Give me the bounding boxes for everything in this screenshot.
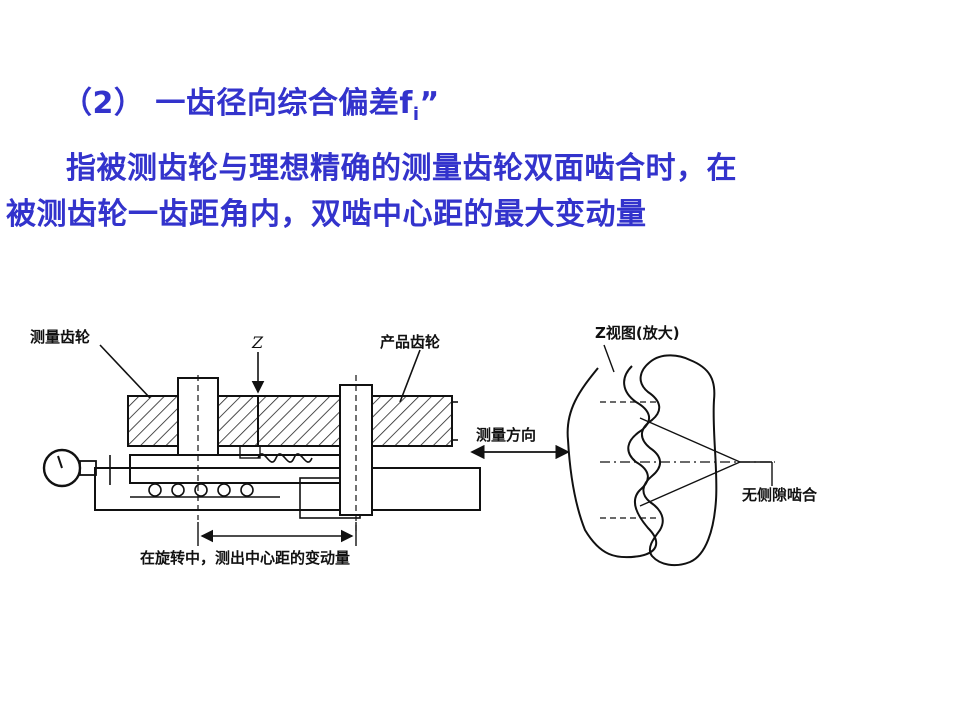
z-view-drawing — [566, 344, 775, 567]
instrument-base — [94, 467, 481, 511]
measuring-gear-leader — [99, 344, 151, 399]
measuring-gear-right-half — [217, 395, 259, 447]
slide-title-prefix: （2） 一齿径向综合偏差f — [62, 86, 413, 121]
label-z-view: Z视图(放大) — [595, 324, 680, 342]
label-bottom-caption: 在旋转中，测出中心距的变动量 — [140, 549, 350, 567]
product-gear-left-half — [257, 395, 341, 447]
gauge-stem — [79, 460, 97, 476]
definition-line-2: 被测齿轮一齿距角内，双啮中心距的最大变动量 — [6, 197, 647, 232]
label-measuring-gear: 测量齿轮 — [30, 328, 90, 346]
slide-title-suffix: ” — [419, 86, 440, 121]
measuring-gear-left-half — [127, 395, 179, 447]
product-gear-profile — [639, 354, 718, 567]
product-gear-leader — [399, 349, 421, 403]
label-z: Z — [251, 333, 264, 352]
label-product-gear: 产品齿轮 — [380, 333, 440, 351]
measuring-gear-profile — [566, 365, 658, 559]
slide-title-subscript: i — [412, 104, 420, 125]
label-measure-direction: 测量方向 — [476, 426, 536, 444]
definition-line-1: 指被测齿轮与理想精确的测量齿轮双面啮合时，在 — [66, 151, 737, 186]
label-no-backlash: 无侧隙啮合 — [741, 486, 818, 504]
slide-title: （2） 一齿径向综合偏差fi” — [62, 78, 440, 125]
product-gear-right-half — [371, 395, 453, 447]
spring — [257, 453, 313, 463]
instrument-drawing — [42, 344, 481, 546]
ball-bearings — [130, 483, 280, 498]
